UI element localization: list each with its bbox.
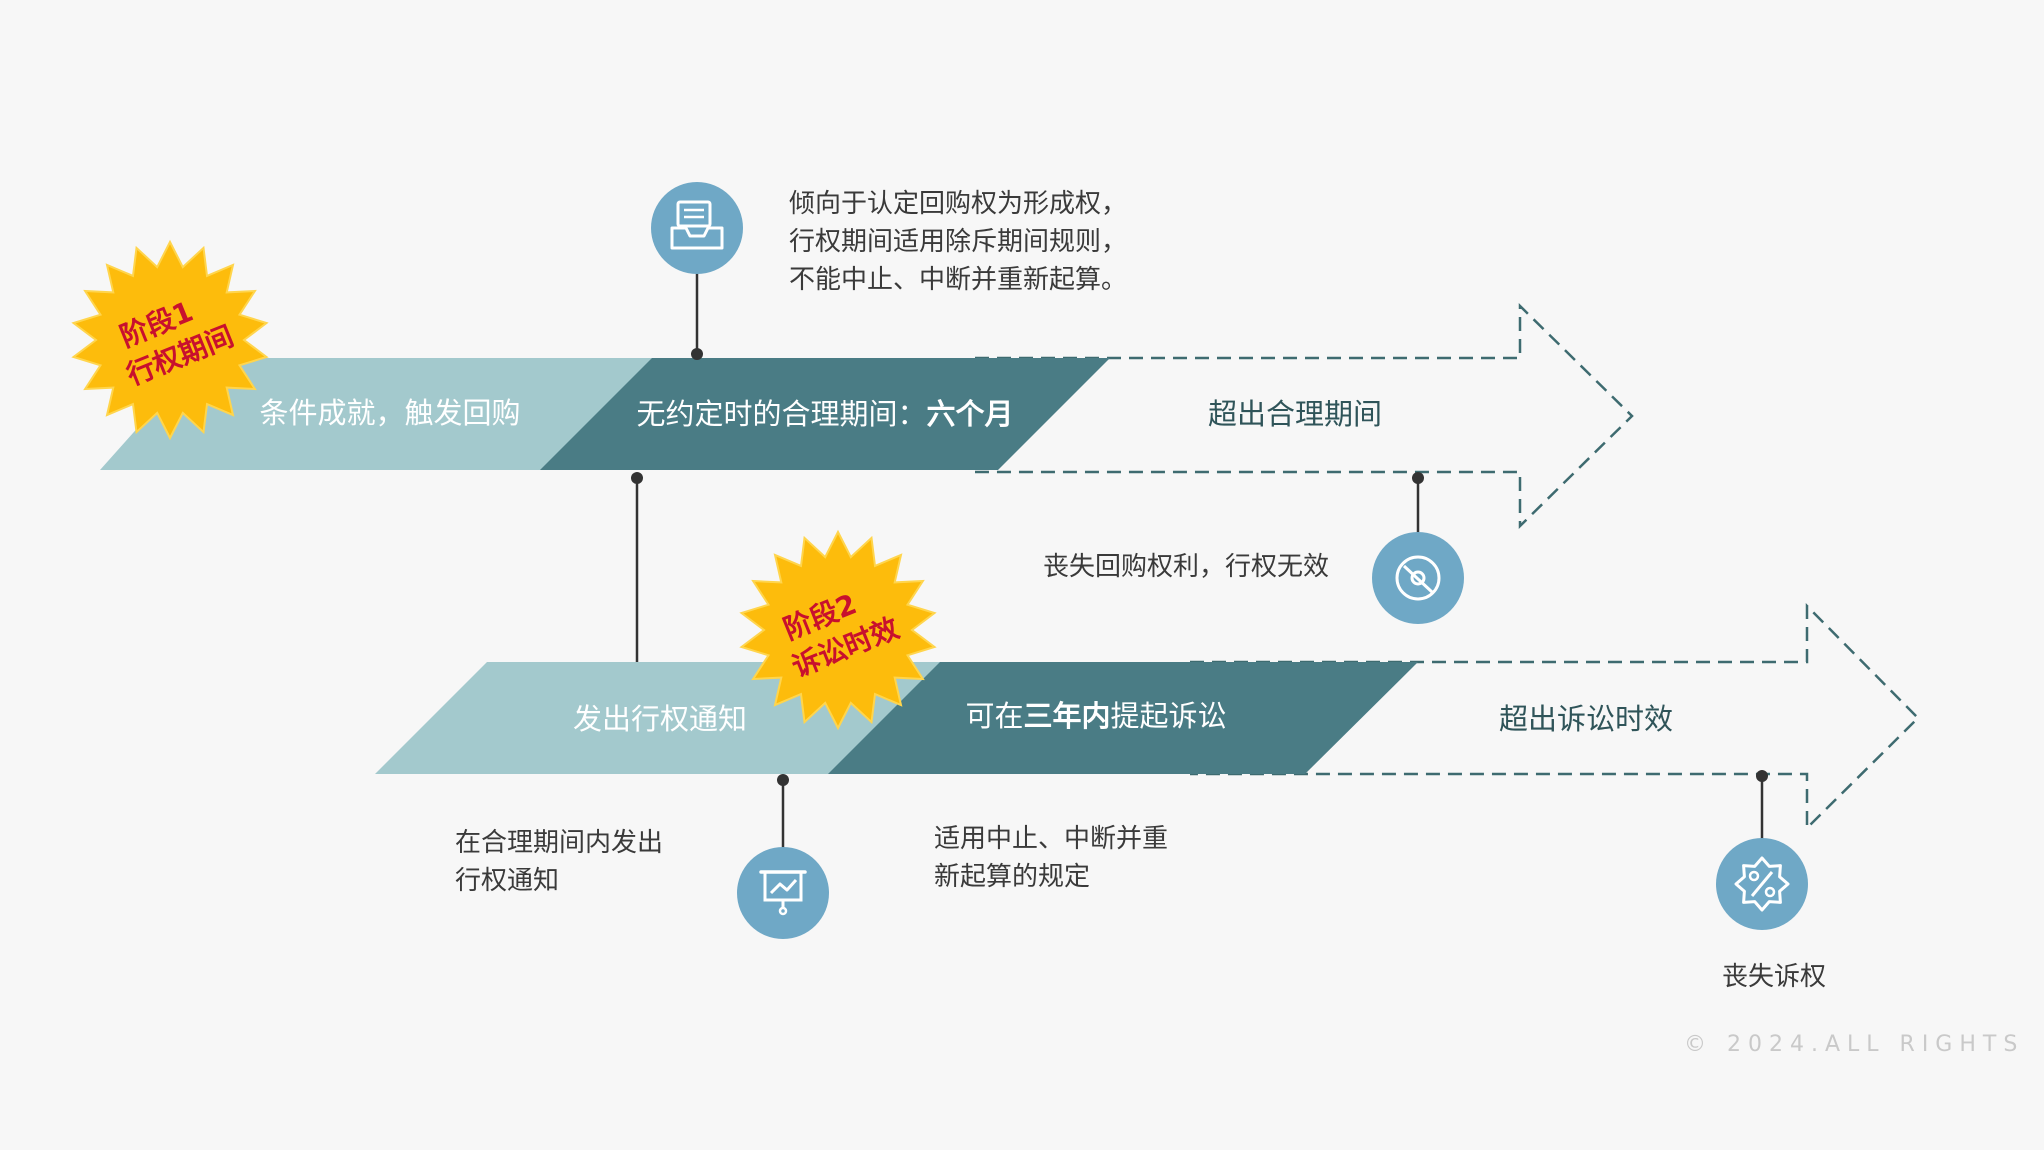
phase2-dark-segment xyxy=(828,662,1418,774)
phase2-light-label: 发出行权通知 xyxy=(573,702,747,736)
phase1-light-label: 条件成就，触发回购 xyxy=(259,396,520,430)
phase2-badge: 阶段2 诉讼时效 xyxy=(739,529,937,731)
connector-dot xyxy=(1412,472,1424,484)
phase2-arrow-label: 超出诉讼时效 xyxy=(1499,702,1673,736)
disc-icon xyxy=(1372,532,1464,624)
phase1-dashed-arrow xyxy=(975,303,1634,529)
phase2-note-mid: 适用中止、中断并重 新起算的规定 xyxy=(934,824,1169,892)
phase1-badge: 阶段1 行权期间 xyxy=(71,239,269,441)
connector-dot xyxy=(1756,770,1768,782)
phase2-dark-label: 可在三年内提起诉讼 xyxy=(965,699,1226,733)
phase1-note-right: 丧失回购权利，行权无效 xyxy=(1043,552,1330,582)
percent-badge-icon xyxy=(1716,838,1808,930)
connector-dot xyxy=(691,348,703,360)
phase1-dark-segment xyxy=(540,358,1110,470)
phase2-note-right: 丧失诉权 xyxy=(1722,962,1827,992)
phase1-dark-label: 无约定时的合理期间：六个月 xyxy=(636,397,1013,431)
phase1-arrow-label: 超出合理期间 xyxy=(1208,397,1382,431)
connector-dot xyxy=(631,472,643,484)
phase2-note-left: 在合理期间内发出 行权通知 xyxy=(455,828,664,896)
document-tray-icon xyxy=(651,182,743,274)
phase1-note-top: 倾向于认定回购权为形成权， 行权期间适用除斥期间规则， 不能中止、中断并重新起算… xyxy=(789,189,1128,295)
copyright-footer: © 2024.ALL RIGHTS xyxy=(1684,1032,2025,1057)
connector-dot xyxy=(777,774,789,786)
phase2-dashed-arrow xyxy=(1190,602,1920,831)
presentation-chart-icon xyxy=(737,847,829,939)
